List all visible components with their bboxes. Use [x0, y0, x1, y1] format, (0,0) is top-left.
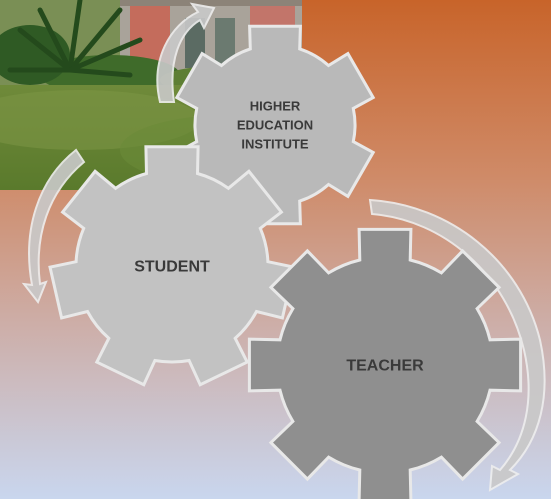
gear-student: STUDENT [48, 145, 296, 387]
gear-student-label: STUDENT [134, 259, 210, 276]
gear-teacher: TEACHER [247, 227, 523, 499]
arrow-to-hei [156, 2, 216, 103]
gear-teacher-label: TEACHER [346, 358, 424, 375]
gear-hei-label: EDUCATION [237, 118, 313, 133]
gear-teacher-shape [247, 227, 523, 499]
arrow-to-student [21, 148, 86, 304]
gear-hei-shape [174, 24, 376, 226]
gear-hei-label: INSTITUTE [241, 137, 308, 152]
gear-hei-label: HIGHER [250, 99, 301, 114]
gear-student-shape [48, 145, 296, 387]
gear-hei: HIGHER EDUCATION INSTITUTE [174, 24, 376, 226]
